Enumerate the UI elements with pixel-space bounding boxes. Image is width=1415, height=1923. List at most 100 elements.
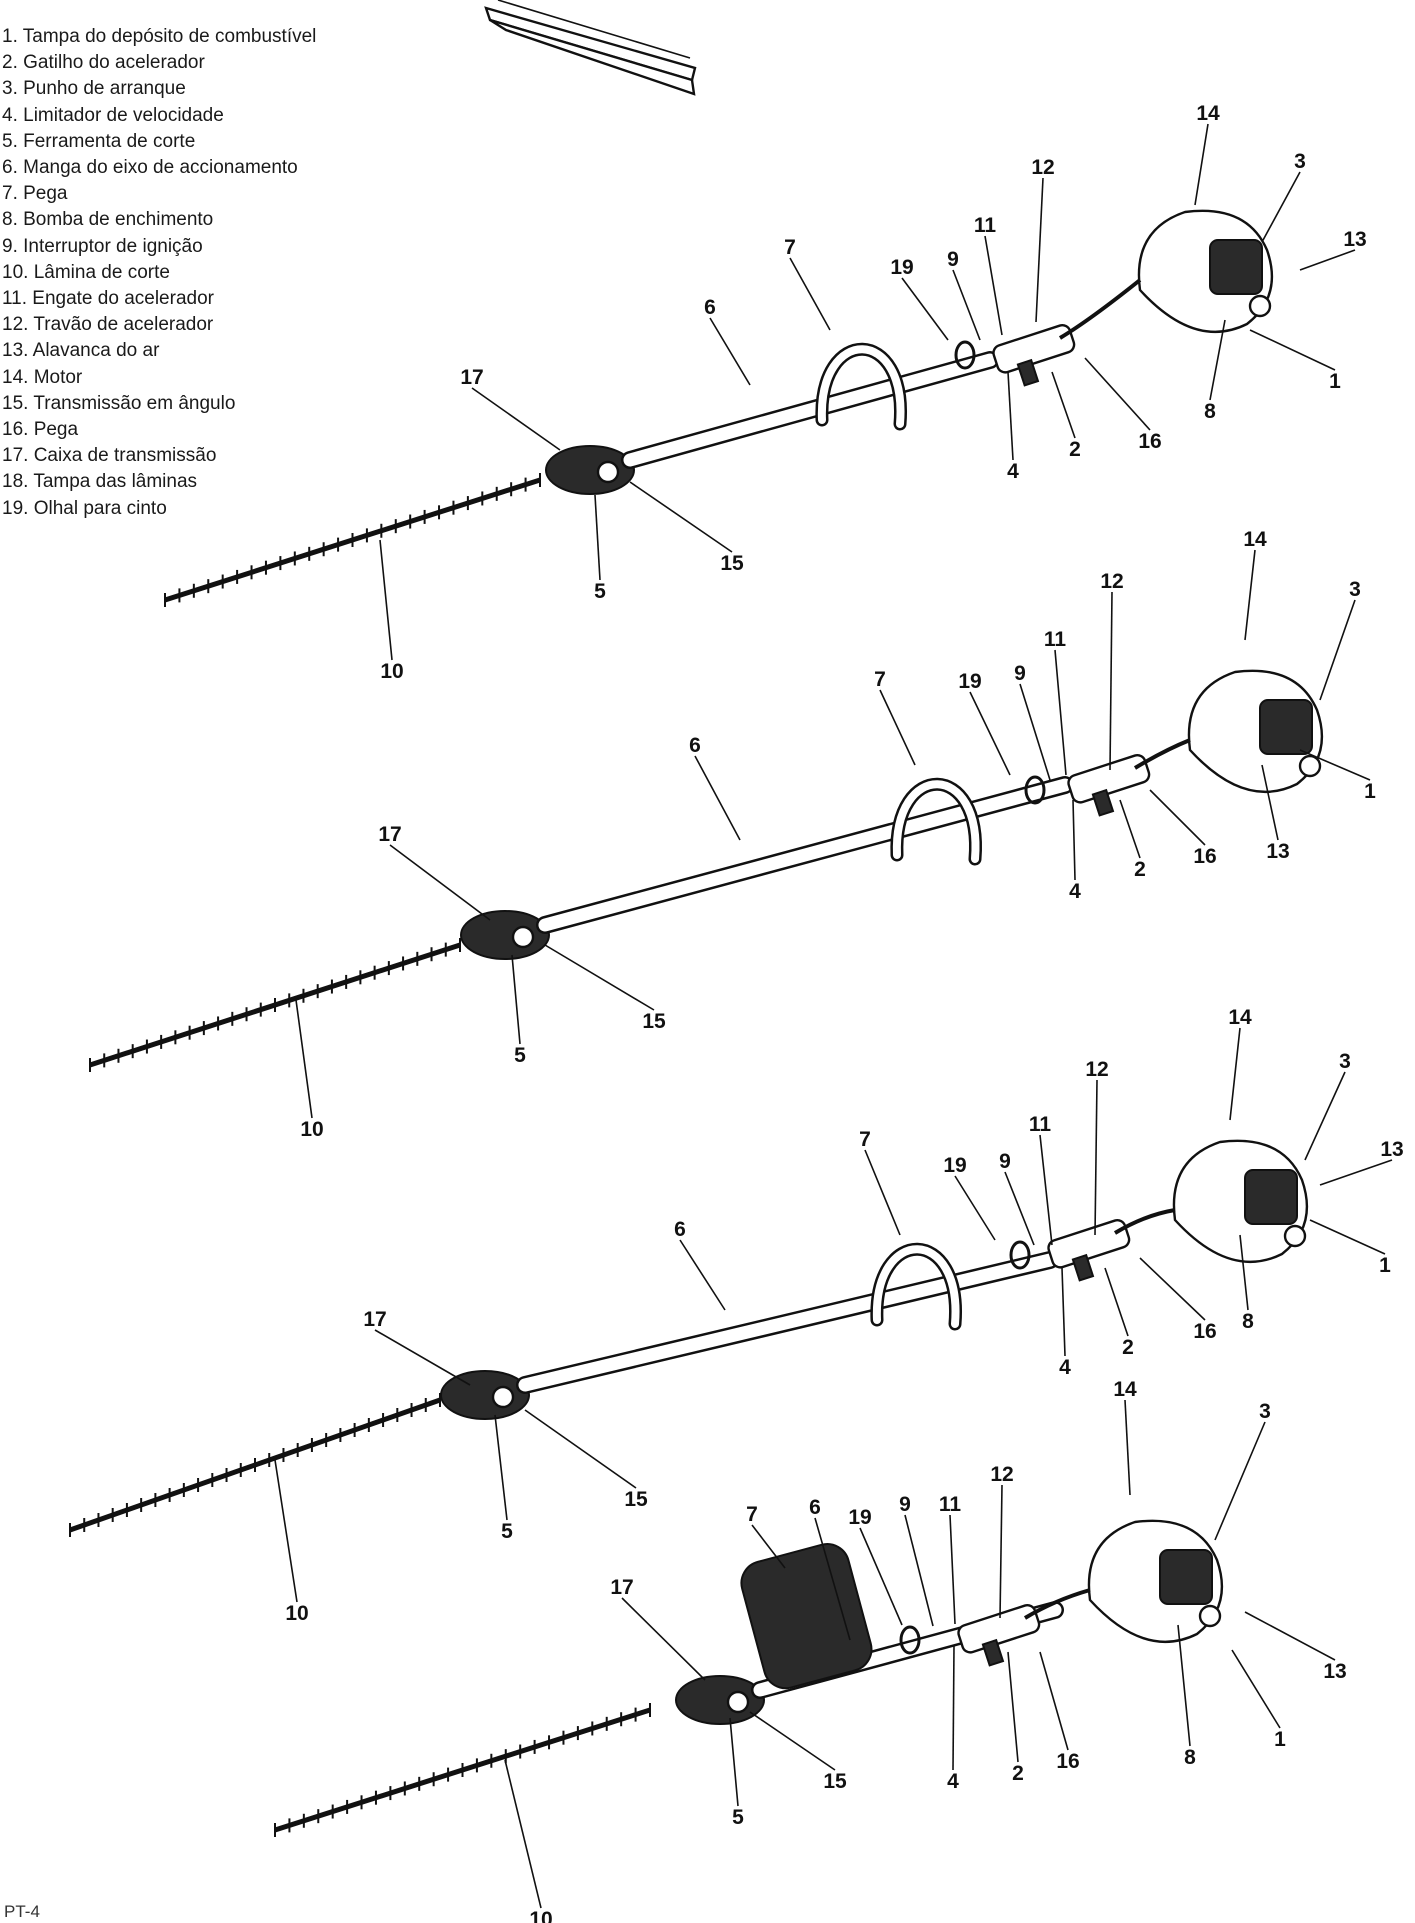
callout-number: 16 [1193,1320,1216,1343]
callout-number: 2 [1122,1336,1134,1359]
callout-leader [504,1759,542,1909]
engine-cover [1259,699,1313,755]
callout-number: 1 [1274,1728,1286,1751]
callout-leader [1309,1219,1386,1255]
fuel-tank-cap [1283,1224,1307,1248]
callout-number: 10 [300,1118,323,1141]
callout-number: 3 [1349,578,1361,601]
callout-number: 12 [1100,570,1123,593]
callout-leader [1261,171,1301,243]
callout-number: 14 [1196,102,1220,125]
callout-number: 17 [378,823,401,846]
legend-item: 11. Engate do acelerador [2,288,214,310]
callout-number: 13 [1343,228,1366,251]
callout-number: 14 [1243,528,1267,551]
callout-number: 10 [529,1908,552,1923]
callout-number: 12 [1085,1058,1108,1081]
callout-leader [1007,1651,1019,1763]
callout-leader [969,691,1011,776]
callout-leader [859,1527,903,1626]
belt-eye [1024,775,1046,805]
throttle-cable [1113,1208,1176,1235]
loop-handle [817,345,905,428]
callout-leader [1149,789,1206,846]
callout-leader [814,1517,851,1641]
callout-leader [594,494,601,581]
belt-eye [954,340,976,370]
legend-item: 16. Pega [2,419,79,441]
throttle-cable [1133,738,1191,770]
callout-leader [1209,319,1226,401]
callout-number: 3 [1339,1050,1351,1073]
blade-cover [484,6,697,82]
callout-number: 17 [460,366,483,389]
throttle-trigger [1091,788,1115,817]
angle-transmission [726,1690,750,1714]
callout-number: 15 [624,1488,648,1511]
callout-leader [295,999,313,1119]
callout-leader [1244,549,1256,641]
callout-number: 4 [947,1770,959,1793]
callout-number: 8 [1184,1746,1196,1769]
callout-number: 19 [890,256,913,279]
callout-number: 6 [809,1496,821,1519]
callout-leader [1104,1267,1129,1337]
callout-number: 2 [1012,1762,1024,1785]
callout-leader [789,257,831,331]
callout-number: 4 [1059,1356,1071,1379]
callout-leader [999,1484,1003,1619]
callout-number: 16 [1138,430,1161,453]
callout-leader [1304,1071,1346,1161]
callout-leader [1244,1611,1336,1661]
callout-number: 2 [1069,438,1081,461]
callout-leader [1084,357,1151,431]
callout-number: 3 [1294,150,1306,173]
callout-number: 19 [848,1506,871,1529]
callout-leader [629,481,733,553]
callout-number: 9 [1014,662,1026,685]
legend-item: 17. Caixa de transmissão [2,445,217,467]
callout-leader [984,235,1003,336]
loop-handle [872,1245,960,1328]
throttle-trigger [1016,358,1040,387]
legend-item: 12. Travão de acelerador [2,314,214,336]
callout-number: 12 [990,1463,1013,1486]
callout-leader [1231,1649,1281,1729]
callout-number: 7 [746,1503,758,1526]
legend-item: 5. Ferramenta de corte [2,130,196,152]
callout-number: 10 [380,660,403,683]
callout-leader [494,1414,508,1521]
legend-item: 9. Interruptor de ignição [2,235,203,257]
callout-number: 15 [642,1010,666,1033]
callout-number: 11 [939,1493,962,1516]
callout-leader [904,1514,934,1627]
callout-leader [709,317,751,386]
rear-grip [1047,1218,1131,1269]
rear-grip [992,323,1076,374]
legend-item: 18. Tampa das lâminas [2,471,198,493]
callout-number: 5 [594,580,606,603]
callout-number: 14 [1228,1006,1252,1029]
rear-grip [957,1603,1041,1654]
callout-number: 11 [1044,628,1067,651]
loop-handle [892,780,980,863]
callout-leader [1194,123,1209,206]
blade-cover-side [489,18,696,96]
legend-item: 15. Transmissão em ângulo [2,392,236,414]
fuel-tank-cap [1198,1604,1222,1628]
callout-leader [949,1514,956,1625]
rear-grip [1067,753,1151,804]
callout-number: 10 [285,1602,308,1625]
gearbox-housing [545,445,635,495]
callout-leader [1261,764,1279,841]
engine-cover [1244,1169,1298,1225]
belt-eye [1009,1240,1031,1270]
callout-leader [749,1711,836,1771]
legend-item: 8. Bomba de enchimento [2,209,214,231]
callout-leader [1124,1399,1131,1496]
callout-leader [729,1717,739,1807]
legend-item: 13. Alavanca do ar [2,340,160,362]
belt-eye [899,1625,921,1655]
callout-leader [374,1329,471,1386]
